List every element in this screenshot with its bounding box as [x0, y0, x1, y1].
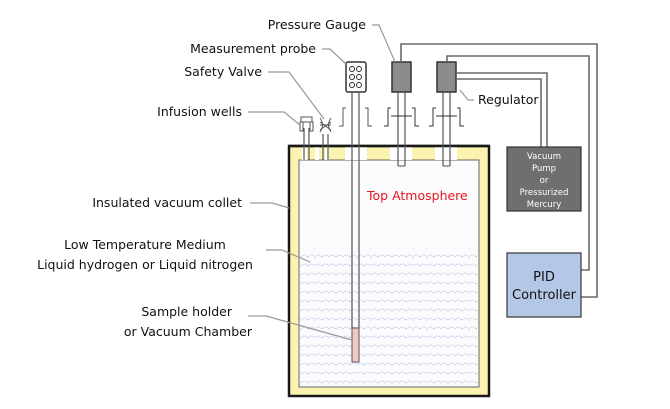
vacuum-pump-box: Vacuum Pump or Pressurized Mercury: [506, 146, 582, 212]
label-medium-line1: Low Temperature Medium: [64, 237, 226, 252]
infusion-well: [299, 116, 314, 160]
label-pressure-gauge: Pressure Gauge: [268, 17, 367, 32]
label-sample-line2: or Vacuum Chamber: [124, 324, 253, 339]
label-sample-line1: Sample holder: [141, 304, 233, 319]
leader-lines: [248, 24, 474, 341]
pump-line-4: Pressurized: [520, 188, 569, 198]
sample-holder: [351, 327, 360, 363]
pump-line-5: Mercury: [527, 200, 561, 210]
pid-controller-box: PID Controller: [506, 252, 582, 318]
pipes: [400, 43, 598, 298]
safety-valve: [319, 117, 332, 160]
label-top-atmosphere: Top Atmosphere: [366, 188, 468, 203]
liquid-medium: [300, 248, 478, 386]
pump-line-3: or: [540, 176, 549, 186]
measurement-probe: [339, 61, 372, 363]
label-medium-line2: Liquid hydrogen or Liquid nitrogen: [37, 257, 253, 272]
tank: [287, 144, 491, 398]
pid-line-2: Controller: [512, 288, 577, 303]
regulator: [429, 61, 464, 167]
label-safety-valve: Safety Valve: [184, 64, 262, 79]
label-measurement-probe: Measurement probe: [190, 41, 316, 56]
pump-line-1: Vacuum: [527, 152, 561, 162]
label-insulated-collet: Insulated vacuum collet: [92, 195, 242, 210]
label-regulator: Regulator: [478, 92, 539, 107]
pump-line-2: Pump: [532, 164, 556, 174]
label-infusion-wells: Infusion wells: [157, 104, 242, 119]
pid-line-1: PID: [533, 270, 555, 285]
